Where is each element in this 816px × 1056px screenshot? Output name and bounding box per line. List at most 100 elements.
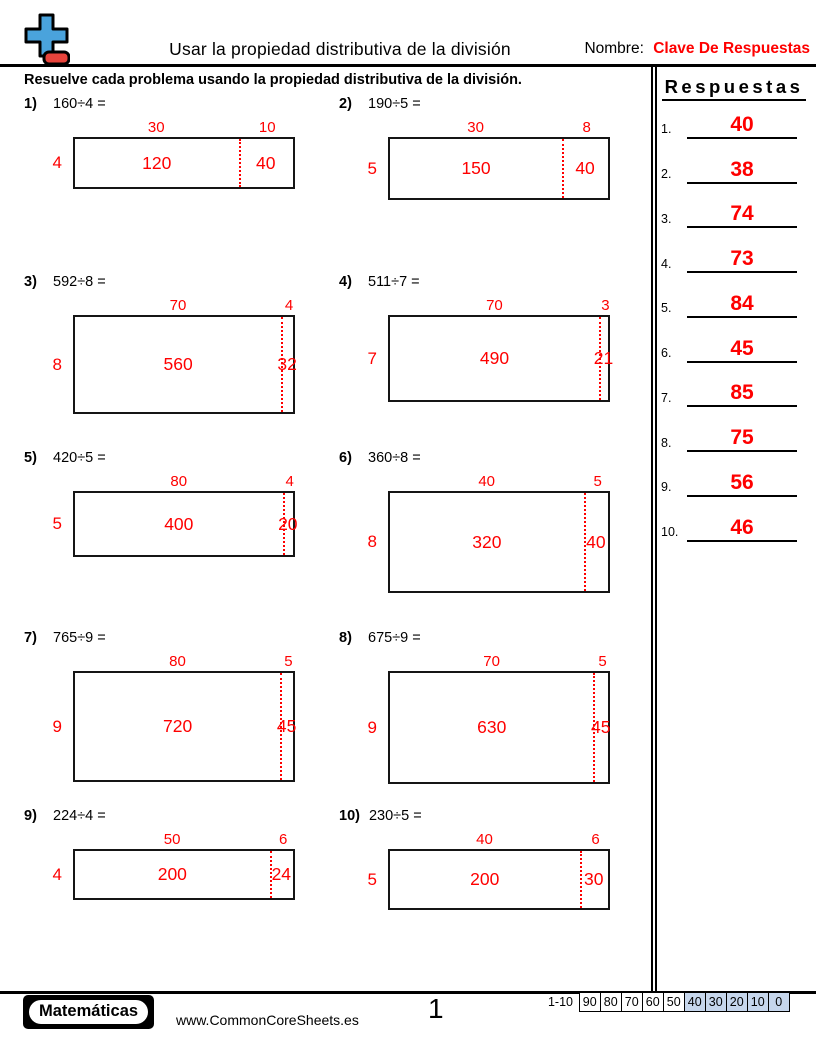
area-box-column: 50 6 200 24 [73,831,295,900]
answer-row: 7. 85 [661,363,797,408]
top-label-right: 6 [591,831,600,848]
top-label-left: 50 [163,831,181,848]
area-model-diagram: 9 70 5 630 45 [339,653,636,784]
answer-line: 74 [687,202,797,229]
answer-line: 85 [687,382,797,408]
top-label-right: 5 [598,653,607,670]
problem-block: 9) 224÷4 = 4 50 6 200 24 [24,808,339,910]
top-label-left: 70 [486,297,503,314]
top-labels: 40 5 [388,473,610,491]
top-label-left: 40 [476,831,493,848]
problem-expression: 360÷8 = [368,450,421,466]
top-labels: 30 10 [73,119,295,137]
cell-right-value: 24 [271,864,292,884]
split-dotted-line [238,139,241,187]
area-box-column: 30 10 120 40 [73,119,295,189]
divisor-label: 5 [52,514,62,533]
problem-block: 5)420÷5 = 5 80 4 400 20 [24,450,339,630]
area-model-diagram: 5 40 6 200 30 [339,831,636,910]
plus-minus-logo-icon [24,13,70,66]
top-label-left: 70 [169,297,187,314]
answer-value: 38 [730,157,754,181]
problem-number: 6) [339,450,352,466]
score-cell: 20 [725,992,748,1012]
top-label-right: 6 [278,831,288,848]
top-label-left: 30 [467,119,484,136]
top-labels: 40 6 [388,831,610,849]
score-range-label: 1-10 [547,995,573,1009]
top-labels: 70 5 [388,653,610,671]
plus-icon [24,13,69,58]
answer-number: 1. [661,122,672,137]
name-label: Nombre: [584,40,644,57]
separator-double-line [651,67,657,992]
problem-block: 7)765÷9 = 9 80 5 720 45 [24,630,339,808]
footer-rule [0,991,816,994]
answer-value: 73 [730,247,754,270]
header-rule [0,64,816,67]
answer-line: 38 [687,159,797,184]
answer-line: 40 [687,114,797,139]
area-box: 200 30 [388,849,610,910]
cell-left-value: 560 [163,354,193,374]
problem-block: 10)230÷5 = 5 40 6 200 30 [339,808,636,910]
top-label-right: 8 [582,119,591,136]
cell-right-value: 21 [593,348,614,368]
name-box: Nombre: Clave De Respuestas [584,40,810,58]
divisor-label: 5 [367,869,377,889]
area-box-column: 80 5 720 45 [73,653,296,782]
answer-number: 2. [661,167,672,181]
problem-title: 6) 360÷8 = [339,450,636,470]
answer-number: 10. [661,525,679,539]
cell-left-value: 320 [472,531,502,552]
problem-expression: 224÷4 = [53,808,106,824]
cell-right-value: 45 [591,717,611,737]
answer-row: 8. 75 [661,407,797,452]
area-model-diagram: 4 50 6 200 24 [24,831,339,900]
split-dotted-line [583,493,586,591]
area-box-column: 30 8 150 40 [388,119,610,200]
answer-value: 74 [730,202,754,226]
brand-badge: Matemáticas [23,995,155,1029]
score-cell: 10 [746,992,769,1012]
top-label-right: 4 [284,297,294,314]
answer-line: 84 [687,293,797,318]
top-labels: 80 4 [73,473,295,491]
cell-left-value: 720 [162,716,193,736]
problem-number: 5) [24,450,37,466]
cell-left-value: 150 [461,158,491,178]
problem-title: 2)190÷5 = [339,96,636,116]
divisor-label: 5 [367,158,377,178]
split-dotted-line [599,317,602,400]
area-box-column: 40 5 320 40 [388,473,610,593]
cell-left-value: 200 [157,864,187,884]
answer-row: 3. 74 [661,184,797,229]
answer-value: 45 [730,336,754,360]
problem-number: 4) [339,274,352,290]
split-dotted-line [579,851,582,908]
score-cell: 80 [599,992,622,1012]
top-label-left: 80 [169,653,186,670]
problem-expression: 420÷5 = [53,450,106,466]
top-labels: 70 4 [73,297,295,315]
answer-row: 1. 40 [661,94,797,139]
area-box: 150 40 [388,137,610,200]
problem-expression: 190÷5 = [368,96,421,112]
problem-number: 3) [24,274,37,290]
instructions-text: Resuelve cada problema usando la propied… [24,72,522,88]
score-cell: 0 [767,992,790,1012]
area-box: 720 45 [73,671,296,782]
answers-list: 1. 40 2. 38 3. 74 4. 73 5. 84 6. 45 7. 8… [661,94,797,542]
page-title: Usar la propiedad distributiva de la div… [169,39,511,59]
answer-number: 8. [661,435,672,450]
answer-row: 9. 56 [661,452,797,497]
minus-icon [42,50,70,66]
area-model-diagram: 8 40 5 320 40 [339,473,636,593]
problem-number: 9) [24,808,37,824]
area-box: 200 24 [73,849,295,900]
divisor-label: 9 [367,717,377,737]
problem-number: 8) [339,630,352,646]
cell-left-value: 400 [164,513,194,534]
